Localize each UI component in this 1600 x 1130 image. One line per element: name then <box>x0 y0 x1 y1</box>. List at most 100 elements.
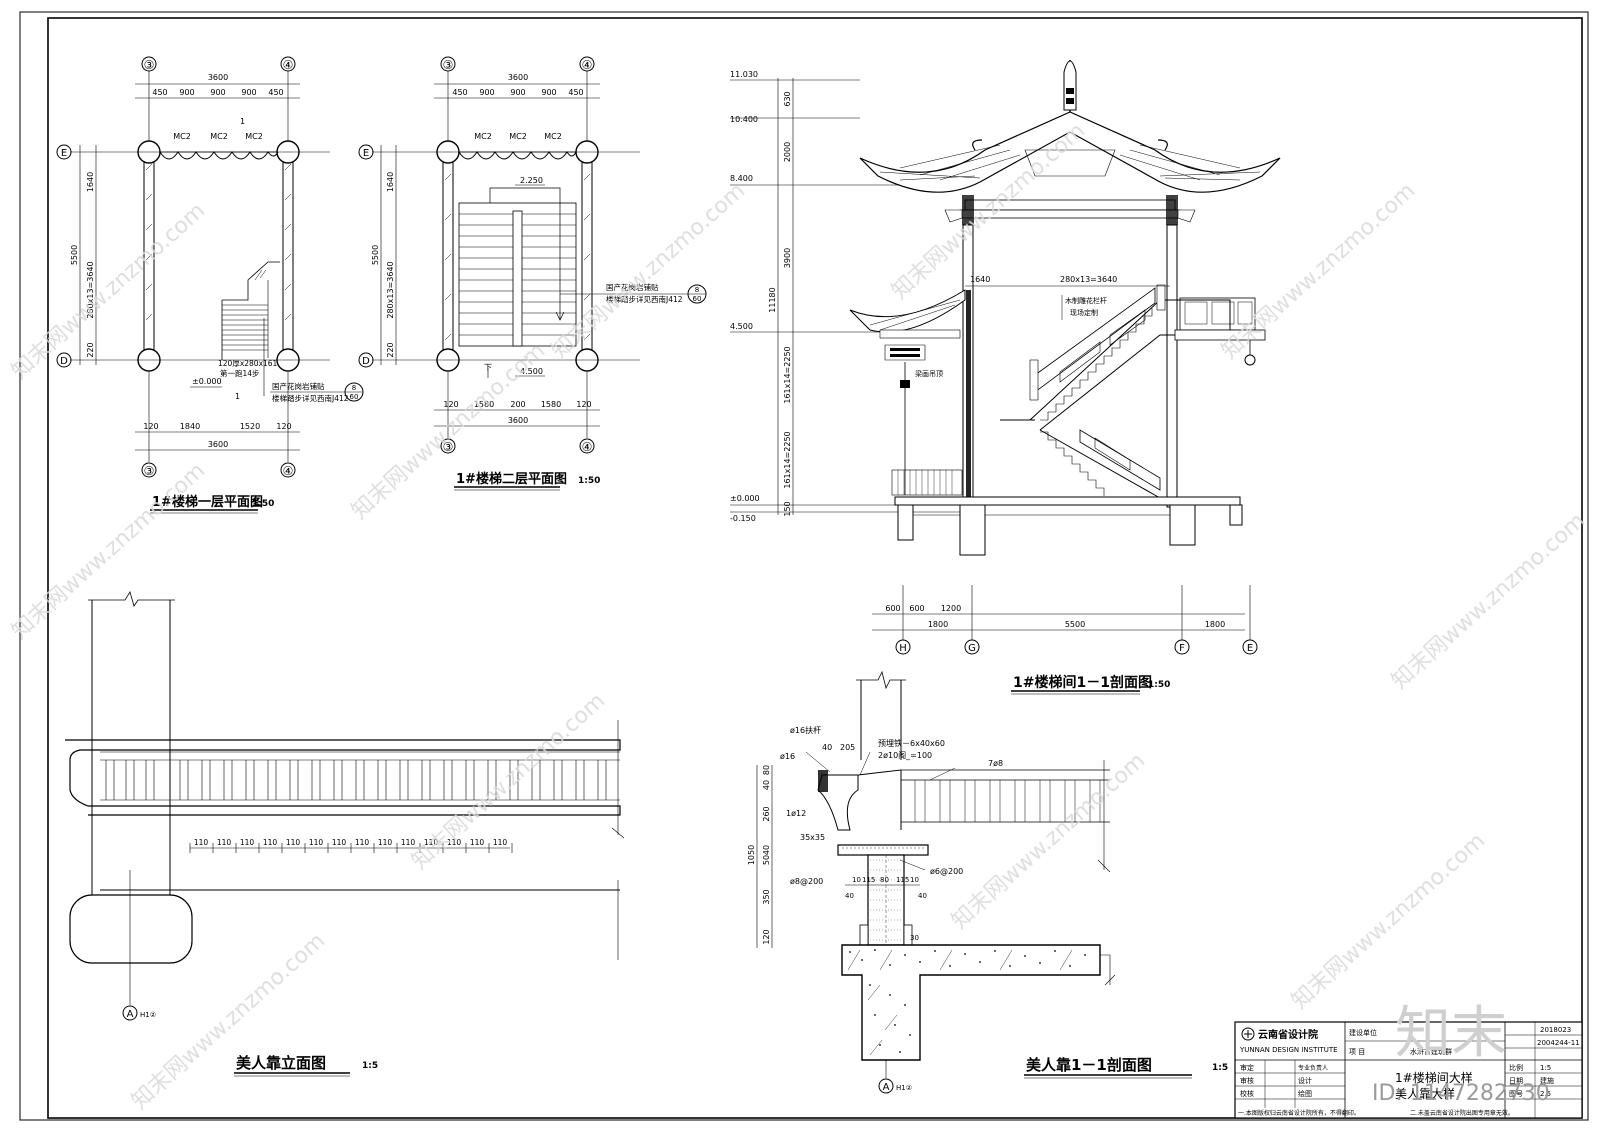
plan2-wall-left <box>442 159 454 359</box>
detail-note-5: 2ø10阁_=100 <box>878 750 932 760</box>
plan1-dim-top-4: 450 <box>268 88 283 97</box>
role-1-b: 设计 <box>1298 1076 1312 1085</box>
plan2-grid-E: E <box>363 148 369 159</box>
watermark-text-1: 知末网www.znzmo.com <box>7 198 210 384</box>
watermark-text-3: 知末网www.znzmo.com <box>547 178 750 364</box>
bench-elevation: 110 110 110 110 110 110 110 110 110 110 … <box>65 591 625 1077</box>
titleblock-note-2: 二.未盖云南省设计院出图专用章无效。 <box>1410 1109 1514 1117</box>
detail-dim-2: 260 <box>762 806 771 821</box>
section-dim-bottom-2: 1200 <box>941 604 961 613</box>
detail-dim-small-1: 115 <box>862 876 875 884</box>
plan1-grid-top-left: ③ <box>144 58 155 72</box>
plan2-down-mark: 下 <box>484 363 492 372</box>
detail-note-3: 205 <box>840 743 855 752</box>
plan1-grid-bubble-E <box>56 144 72 160</box>
plan1-title: 1#楼梯一层平面图 <box>152 494 263 510</box>
sheet-title-2: 美人靠大样 <box>1395 1086 1455 1101</box>
plan2-dim-side-total: 5500 <box>371 245 380 265</box>
plan2-dim-side-1: 280x13=3640 <box>386 261 395 318</box>
plan1-grid-bubble-D <box>56 352 72 368</box>
plan2-dim-top-1: 900 <box>479 88 494 97</box>
detail-axis-ref: A <box>883 1082 890 1093</box>
plan2-dim-bottom-2: 200 <box>510 400 525 409</box>
watermark-id: ID: 1147282730 <box>1372 1081 1550 1106</box>
plan1-ref-note1: 国产花岗岩铺贴 <box>272 381 325 391</box>
section-dim-0: 630 <box>783 91 792 106</box>
plan1-section-mark: 1 <box>235 392 240 401</box>
right-row-2-a: 比例 <box>1509 1063 1523 1072</box>
watermark-text-9: 知末网www.znzmo.com <box>947 748 1150 934</box>
plan2-door-panels <box>458 151 577 160</box>
watermark-text-5: 知末网www.znzmo.com <box>1217 178 1420 364</box>
elevation-column-base <box>69 894 193 964</box>
company-name-en: YUNNAN DESIGN INSTITUTE <box>1239 1046 1338 1054</box>
sheet-title-1: 1#楼梯间大样 <box>1395 1070 1473 1085</box>
detail-dim-6: 120 <box>762 929 771 944</box>
company-logo-icon <box>1241 1027 1255 1041</box>
detail-note-4: 预埋铁－6x40x60 <box>878 738 945 748</box>
plan2-scale: 1:50 <box>578 476 600 486</box>
detail-dim-4: 50 <box>762 855 771 865</box>
role-2-b: 绘图 <box>1298 1089 1312 1098</box>
right-row-4-b: 2.5 <box>1540 1090 1551 1098</box>
plan1-stair-note1: 120厚x280x161 <box>218 359 278 368</box>
section-axis-2: F <box>1179 643 1185 654</box>
detail-note-0: ø16扶杆 <box>790 725 821 735</box>
elevation-handrail <box>65 739 621 816</box>
section-stair-lower <box>1000 419 1161 499</box>
section-level-2: 8.400 <box>730 174 753 183</box>
plan1-stair-first-floor: ③ ④ 3600 450 900 900 900 450 MC2 MC2 MC2… <box>56 56 364 514</box>
plan2-grid-top-right: ④ <box>582 58 593 72</box>
elevation-dim-6: 110 <box>332 838 347 847</box>
detail-dim-small-2: 80 <box>880 876 889 884</box>
plan2-dim-overall: 3600 <box>508 73 528 82</box>
plan2-dim-overall-bottom: 3600 <box>508 416 528 425</box>
detail-dim-small-3: 115 <box>896 876 909 884</box>
plan1-dim-side-1: 280x13=3640 <box>86 261 95 318</box>
plan1-dim-top-1: 900 <box>179 88 194 97</box>
watermark-text-11: 知末网www.znzmo.com <box>1387 508 1590 694</box>
detail-note-1: ø16 <box>780 752 795 761</box>
section-level-4: ±0.000 <box>730 494 760 503</box>
plan2-ref-note2: 楼梯踏步详见西南J412 <box>606 294 683 304</box>
plan2-dim-bottom-0: 120 <box>443 400 458 409</box>
elevation-title: 美人靠立面图 <box>236 1054 326 1072</box>
plan2-level-top: 2.250 <box>520 176 543 185</box>
plan1-dim-bottom-1: 1840 <box>180 422 200 431</box>
section-dim-4: 161x14=2250 <box>783 431 792 488</box>
plan1-scale: 1:50 <box>252 499 274 509</box>
right-row-0-b: 2018023 <box>1540 1026 1571 1034</box>
plan2-door-tag-0: MC2 <box>474 132 492 141</box>
section-level-1: 10.400 <box>730 115 758 124</box>
plan1-grid-bottom-left: ③ <box>144 464 155 478</box>
section-column-right <box>1166 224 1178 508</box>
detail-concrete-hatch <box>849 949 1086 1053</box>
watermark-text-10: 知末网www.znzmo.com <box>1287 828 1490 1014</box>
section-stair-upper <box>1029 299 1231 431</box>
right-row-2-b: 1:5 <box>1540 1064 1551 1072</box>
section-scale: 1:50 <box>1148 680 1170 690</box>
section-dim-bottom-3: 1800 <box>928 620 948 629</box>
detail-base-slab <box>841 944 1101 1061</box>
watermark-text-7: 知末网www.znzmo.com <box>407 688 610 874</box>
plan1-dim-overall-bottom: 3600 <box>208 440 228 449</box>
plan1-grid-top-right: ④ <box>283 58 294 72</box>
section-note-rail2: 现场定制 <box>1070 308 1098 317</box>
sheet-border-inner <box>47 17 1583 1119</box>
section-dim-bottom-0: 600 <box>885 604 900 613</box>
section-stair-dim-left: 1640 <box>970 275 990 284</box>
detail-title: 美人靠1－1剖面图 <box>1026 1056 1152 1074</box>
right-row-1-b: 2004244-11 <box>1537 1039 1580 1047</box>
plan2-grid-bottom-right: ④ <box>582 440 593 454</box>
plan2-ref-num-top: 8 <box>695 286 699 294</box>
plan2-dim-side-0: 1640 <box>386 172 395 192</box>
plan1-dim-side-total: 5500 <box>70 245 79 265</box>
plan2-dim-bottom-3: 1580 <box>541 400 561 409</box>
elevation-dim-0: 110 <box>194 838 209 847</box>
section-level-0: 11.030 <box>730 70 758 79</box>
elevation-dim-11: 110 <box>447 838 462 847</box>
plan1-dim-bottom-0: 120 <box>143 422 158 431</box>
elevation-dim-10: 110 <box>424 838 439 847</box>
plan1-grid-bottom-right: ④ <box>283 464 294 478</box>
section-axis-1: G <box>968 643 976 654</box>
